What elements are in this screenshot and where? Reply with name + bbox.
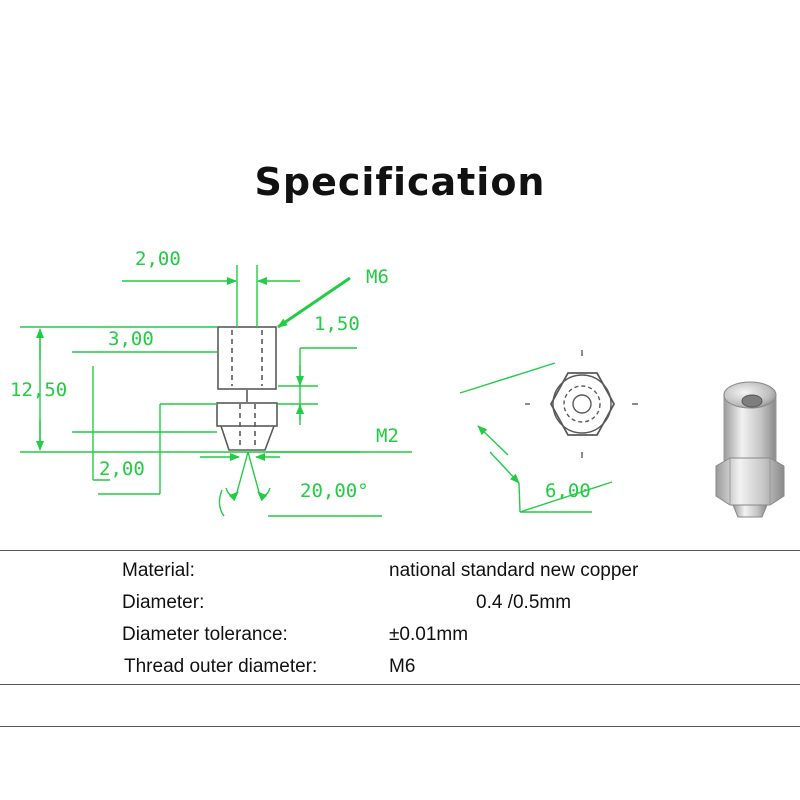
spec-row-thread: Thread outer diameter: M6	[0, 656, 800, 686]
dim-tip-thread: M2	[376, 425, 399, 447]
hex-dimension	[459, 362, 613, 513]
spec-value: 0.4 /0.5mm	[476, 592, 572, 613]
dim-length: 12,50	[10, 379, 67, 401]
dim-width: 3,00	[108, 328, 154, 350]
spec-row-diameter: Diameter: 0.4 /0.5mm	[0, 592, 800, 622]
spec-value: national standard new copper	[389, 560, 639, 581]
dim-top-width: 2,00	[135, 248, 181, 270]
spec-label: Thread outer diameter:	[124, 656, 318, 677]
table-top-rule	[0, 550, 800, 551]
spec-label: Diameter tolerance:	[122, 624, 288, 645]
dim-angle: 20,00°	[300, 480, 369, 502]
nozzle-top-view	[525, 350, 638, 458]
dim-tip-length: 2,00	[99, 458, 145, 480]
dimension-labels: 2,00 M6 1,50 3,00 12,50 2,00 M2 20,00° 6…	[10, 248, 591, 502]
spec-label: Material:	[122, 560, 195, 581]
spec-row-tolerance: Diameter tolerance: ±0.01mm	[0, 624, 800, 654]
spec-label: Diameter:	[122, 592, 205, 613]
technical-drawing: 2,00 M6 1,50 3,00 12,50 2,00 M2 20,00° 6…	[10, 248, 785, 518]
dim-offset: 1,50	[314, 313, 360, 335]
spec-value: M6	[389, 656, 416, 677]
table-bottom-rule	[0, 726, 800, 727]
spec-value: ±0.01mm	[389, 624, 469, 645]
dim-thread: M6	[366, 266, 389, 288]
nozzle-side-view	[216, 326, 278, 451]
page-title: Specification	[254, 160, 546, 204]
table-middle-rule	[0, 684, 800, 685]
dimension-lines	[20, 265, 412, 517]
dim-hex: 6,00	[545, 480, 591, 502]
nozzle-3d-render	[715, 381, 785, 518]
spec-row-material: Material: national standard new copper	[0, 560, 800, 590]
